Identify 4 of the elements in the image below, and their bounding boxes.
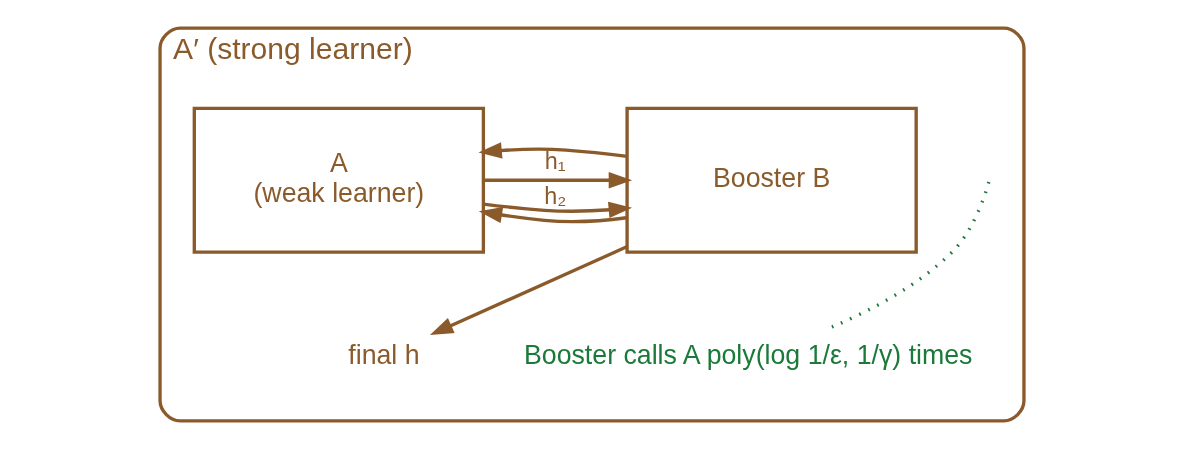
edge-label: h₂ — [543, 182, 566, 209]
node-text: final h — [347, 339, 420, 370]
node-text: Booster calls A poly(log 1/ε, 1/γ) times — [523, 339, 972, 370]
edge-label: h₁ — [544, 147, 566, 174]
